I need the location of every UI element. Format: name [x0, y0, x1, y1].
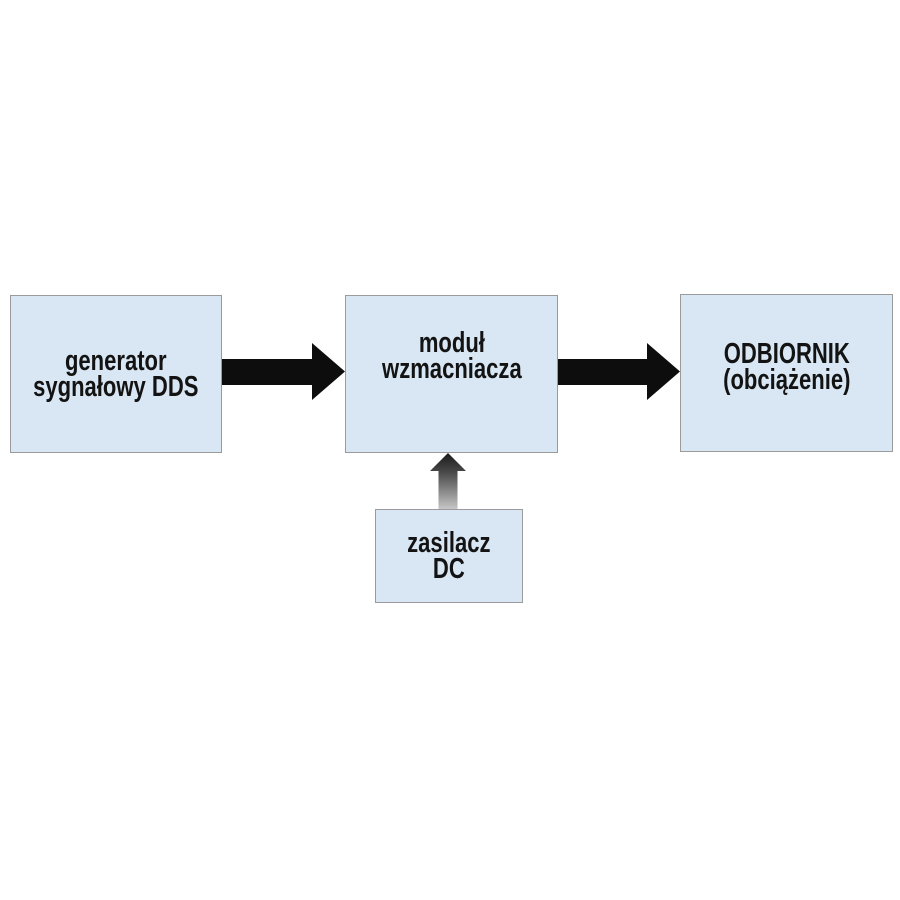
generator-box: generator sygnałowy DDS [10, 295, 222, 453]
arrow-amplifier-to-receiver-icon [558, 343, 680, 400]
generator-label-line1: generator [65, 345, 167, 377]
amplifier-label: moduł wzmacniacza [381, 327, 522, 385]
generator-label-line2: sygnałowy DDS [33, 371, 199, 403]
amplifier-label-line2: wzmacniacza [381, 353, 522, 385]
power-supply-label-line2: DC [433, 553, 465, 585]
generator-label: generator sygnałowy DDS [33, 345, 199, 403]
receiver-label-line2: (obciążenie) [722, 364, 851, 396]
receiver-label-line1: ODBIORNIK [723, 338, 850, 370]
arrow-power-supply-to-amplifier-icon [430, 453, 466, 509]
receiver-label: ODBIORNIK (obciążenie) [722, 338, 851, 396]
power-supply-box: zasilacz DC [375, 509, 523, 603]
arrow-generator-to-amplifier-icon [222, 343, 345, 400]
receiver-box: ODBIORNIK (obciążenie) [680, 294, 893, 452]
power-supply-label-line1: zasilacz [407, 527, 491, 559]
amplifier-box: moduł wzmacniacza [345, 295, 558, 453]
power-supply-label: zasilacz DC [407, 527, 491, 585]
amplifier-label-line1: moduł [418, 327, 485, 359]
